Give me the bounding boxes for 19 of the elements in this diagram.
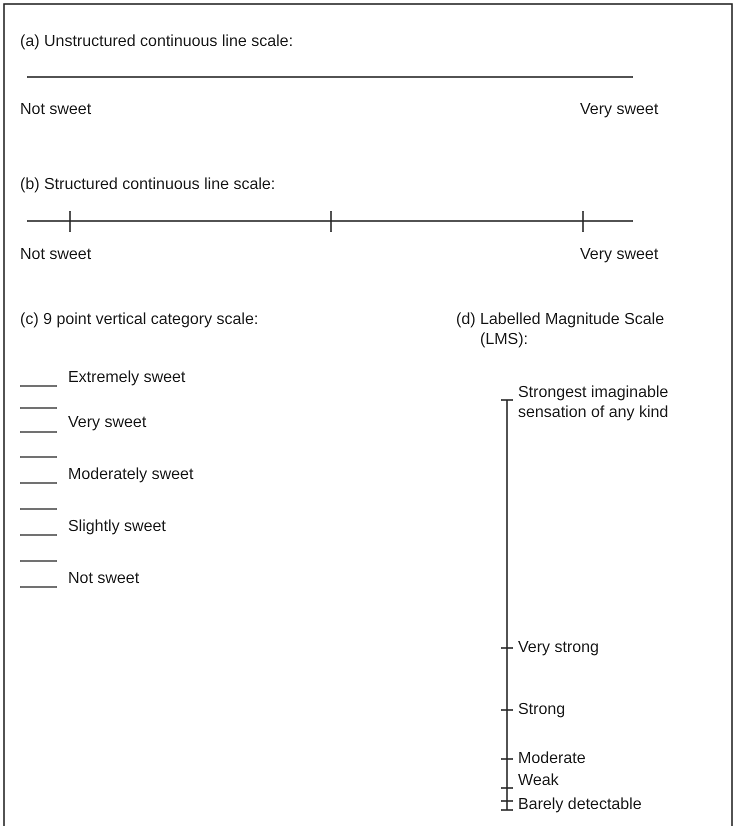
scale-label: Moderate (518, 749, 586, 769)
scale-label: Not sweet (20, 245, 92, 265)
scale-label: (c) 9 point vertical category scale: (20, 310, 260, 330)
scale-label: Weak (518, 771, 559, 791)
scale-label: Not sweet (68, 569, 140, 589)
scale-label: Slightly sweet (68, 517, 166, 537)
scale-label: Very strong (518, 638, 599, 658)
scale-label: Very sweet (580, 245, 658, 265)
scale-label: (a) Unstructured continuous line scale: (20, 32, 294, 52)
scale-label: Very sweet (580, 100, 658, 120)
scale-label: Barely detectable (518, 795, 642, 815)
scale-label: (b) Structured continuous line scale: (20, 175, 276, 195)
scale-label: Moderately sweet (68, 465, 194, 485)
scale-label: (d) Labelled Magnitude Scale (LMS): (456, 310, 666, 350)
scale-label: Very sweet (68, 413, 146, 433)
scale-label: Strong (518, 700, 566, 720)
scale-label: Extremely sweet (68, 368, 186, 388)
scale-label: Not sweet (20, 100, 92, 120)
scale-label: Strongest imaginable sensation of any kind (518, 383, 670, 423)
